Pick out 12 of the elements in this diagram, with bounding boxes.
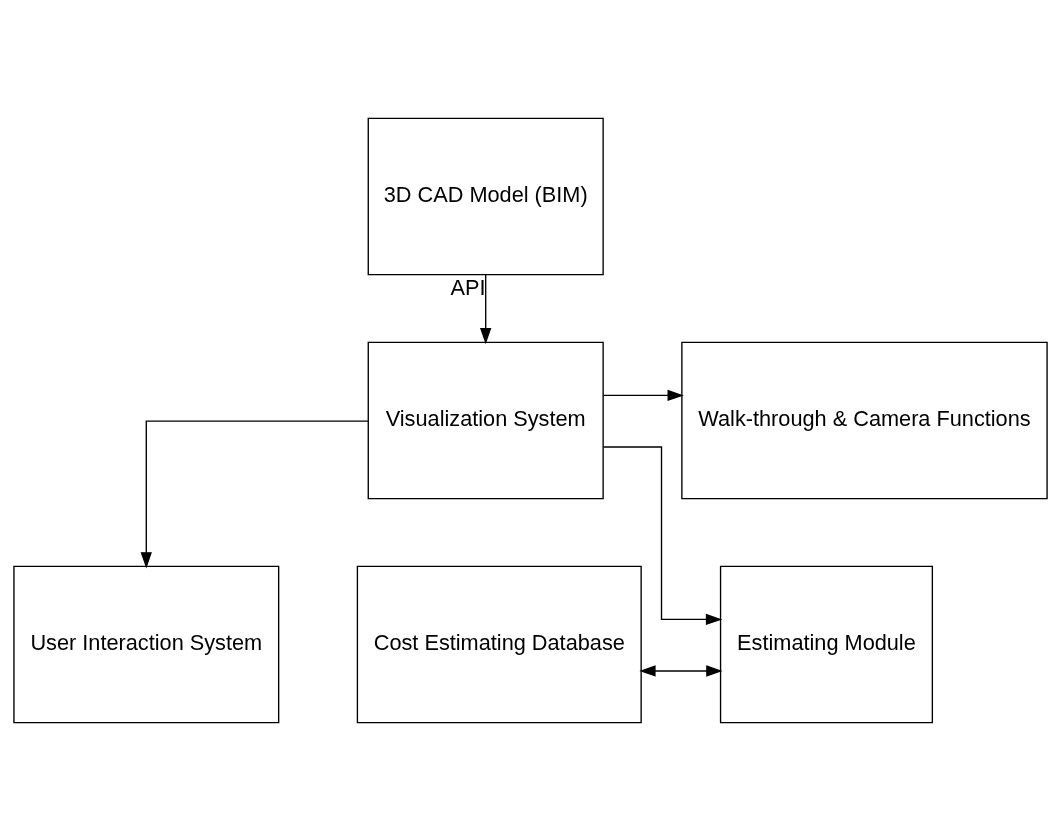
- edge-label: API: [450, 274, 486, 300]
- node-box: User Interaction System: [13, 565, 280, 723]
- arrow: [140, 420, 369, 568]
- node-box: Cost Estimating Database: [356, 565, 642, 723]
- arrow: [480, 273, 492, 344]
- arrow: [639, 664, 723, 677]
- arrow: [602, 389, 684, 401]
- node-box: Visualization System: [367, 341, 604, 499]
- node-box: 3D CAD Model (BIM): [367, 117, 604, 275]
- arrow: [602, 445, 723, 625]
- node-box: Walk-through & Camera Functions: [681, 341, 1048, 499]
- node-box: Estimating Module: [719, 565, 934, 723]
